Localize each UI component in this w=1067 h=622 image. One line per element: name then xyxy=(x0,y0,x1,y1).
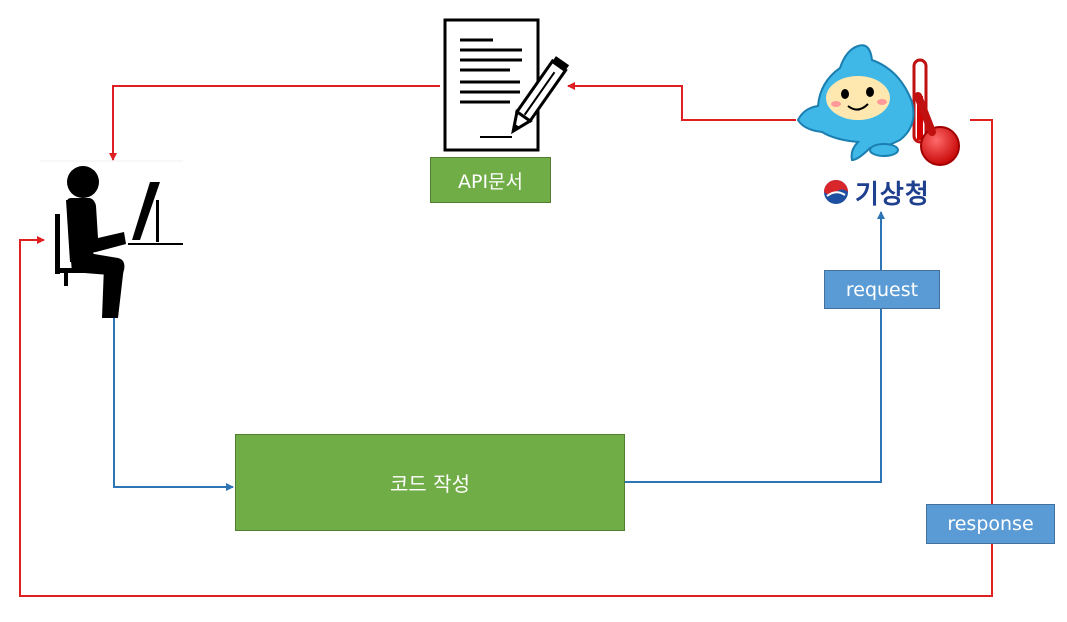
kma-emblem-icon xyxy=(824,180,848,204)
code-writing-box: 코드 작성 xyxy=(235,434,625,531)
response-label: response xyxy=(926,504,1055,544)
arrow-doc-to-developer xyxy=(109,85,440,161)
arrow-code-to-kma xyxy=(625,211,885,483)
arrow-kma-to-doc xyxy=(567,82,796,121)
request-label: request xyxy=(824,270,940,309)
developer-at-computer-icon xyxy=(40,160,183,318)
document-with-pencil-icon xyxy=(443,18,570,152)
kma-mascot-thermometer-icon xyxy=(796,44,960,166)
api-doc-label: API문서 xyxy=(430,157,551,203)
kma-name: 기상청 xyxy=(855,179,930,210)
kma-logo: 기상청 xyxy=(823,172,948,212)
arrow-response-to-developer xyxy=(19,119,993,597)
arrow-developer-to-code xyxy=(113,318,234,491)
